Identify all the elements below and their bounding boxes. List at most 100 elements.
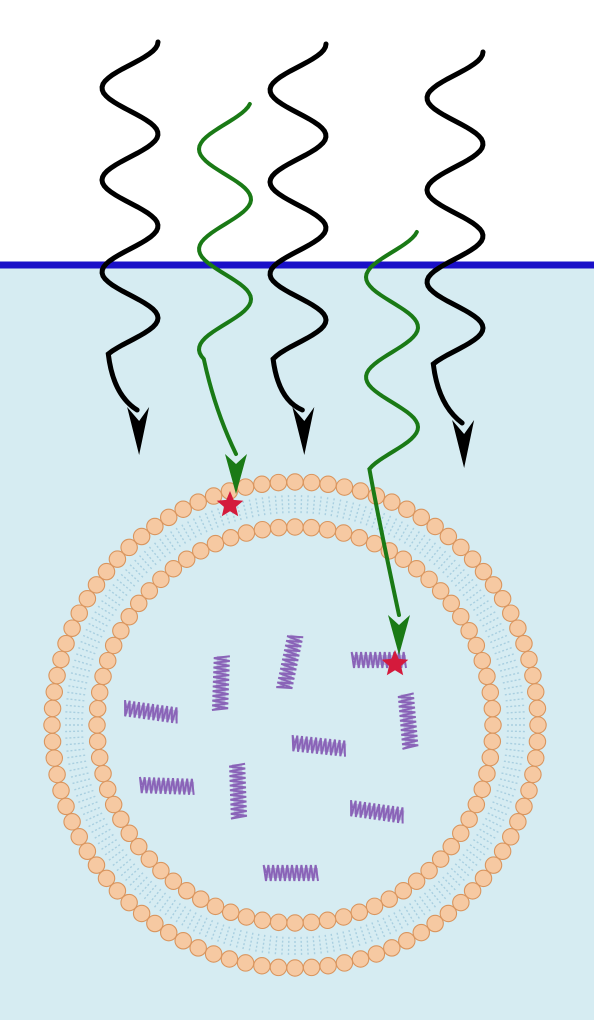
lipid-tail [418,538,431,555]
lipid-tail [255,932,260,952]
lipid-head-icon [398,500,416,518]
lipid-tail [192,914,203,932]
lipid-tail [465,589,482,602]
lipid-tail [472,600,489,612]
lipid-tail [159,538,172,555]
lipid-tail [495,653,514,661]
lipid-tail [120,573,136,588]
wavy-arrow-icon [363,230,421,655]
lipid-head-icon [439,904,458,923]
lipid-tail [217,508,225,527]
lipid-tail [359,925,367,944]
lipid-head-icon [108,882,127,900]
lipid-tail [78,795,97,803]
lipid-tail [387,518,398,536]
lipid-tail [153,891,167,908]
lipid-head-icon [177,550,196,568]
lipid-head-icon [94,764,112,783]
lipid-tail [235,928,243,948]
lipid-tail [449,867,465,882]
lipid-head-icon [481,683,500,702]
lipid-head-icon [528,732,547,751]
lipid-head-icon [237,524,256,542]
lipid-tail [65,704,85,708]
lipid-tail [432,884,447,900]
lipid-tail [281,495,284,515]
lipid-head-icon [253,911,272,930]
lipid-tail [318,934,322,954]
lipid-head-icon [350,903,369,922]
helix-icon [397,692,419,750]
lipid-head-icon [463,882,482,900]
lipid-tail [235,502,243,522]
lipid-head-icon [412,508,431,527]
lipid-tail [437,555,452,571]
helix-icon [124,699,179,724]
lipid-head-icon [502,828,520,846]
lipid-head-icon [94,667,112,686]
lipid-tail [300,495,303,515]
lipid-tail [428,887,442,904]
lipid-head-icon [236,478,255,496]
lipid-tail [97,833,115,845]
lipid-head-icon [236,954,255,972]
lipid-head-icon [43,699,62,718]
lipid-head-icon [90,748,109,767]
lipid-head-icon [515,634,533,653]
lipid-head-icon [104,636,123,655]
lipid-tail [501,766,521,772]
lipid-head-icon [286,473,304,491]
lipid-head-icon [520,781,538,800]
lipid-head-icon [57,797,75,816]
lipid-head-icon [335,954,354,972]
lipid-tail [112,853,129,867]
lipid-tail [120,862,136,877]
lipid-tail [148,887,162,904]
lipid-tail [505,704,525,708]
wavy-arrow-icon [424,49,486,468]
lipid-head-icon [269,958,288,977]
lipid-tail [478,611,496,622]
lipid-tail [342,930,348,950]
lipid-tail [318,496,322,516]
lipid-head-icon [70,828,88,846]
lipid-head-icon [253,475,271,494]
lipid-head-icon [426,914,444,933]
lipid-head-icon [97,869,116,888]
helix-icon [228,762,248,820]
lipid-tail [248,499,254,519]
helix-icon [138,776,195,796]
lipid-head-icon [253,520,272,539]
lipid-tail [187,521,198,539]
lipid-head-icon [159,923,178,942]
lipid-tail [78,647,97,655]
lipid-tail [432,550,447,566]
upper-region [0,0,594,264]
lipid-tail [370,510,380,529]
lipid-tail [312,935,316,955]
lipid-tail [91,822,109,833]
lipid-tail [472,838,489,850]
lipid-tail [175,905,187,923]
lipid-tail [398,908,409,926]
lipid-tail [91,617,109,628]
lipid-head-icon [526,683,545,701]
lipid-tail [465,848,482,861]
lipid-tail [330,498,335,518]
lipid-tail [125,867,141,882]
lipid-head-icon [383,493,401,511]
lipid-tail [449,568,465,583]
lipid-tail [74,783,93,791]
lipid-tail [164,898,177,916]
lipid-tail [65,736,85,739]
lipid-tail [281,935,284,955]
lipid-head-icon [528,699,547,718]
lipid-head-icon [206,534,225,553]
lipid-tail [505,717,525,720]
lipid-head-icon [493,842,512,861]
lipid-tail [423,891,437,908]
lipid-head-icon [221,903,240,922]
lipid-tail [192,518,203,536]
lipid-head-icon [319,475,337,494]
lipid-tail [85,812,104,822]
